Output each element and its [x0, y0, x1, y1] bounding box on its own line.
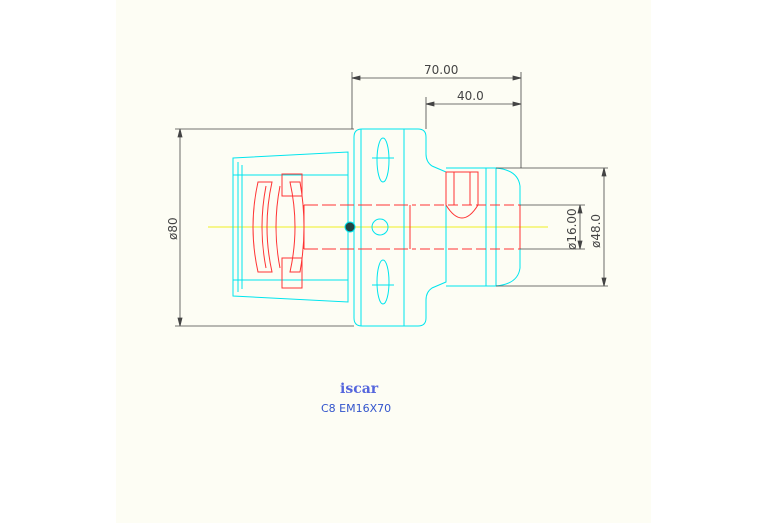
part-caption: C8 EM16X70	[321, 402, 391, 415]
drive-slot-bottom	[376, 259, 390, 305]
hidden-lines	[252, 171, 521, 289]
dim-dia-shank: ø48.0	[589, 214, 603, 248]
tool-outline	[232, 128, 521, 327]
collet-nut-outline	[232, 151, 349, 303]
drive-slot-top	[376, 137, 390, 183]
bore-circle	[371, 218, 389, 236]
dimension-lines	[175, 72, 608, 327]
collet-top-block	[281, 173, 303, 197]
dim-length-overall: 70.00	[424, 63, 458, 77]
clamping-screw	[445, 171, 479, 219]
dim-dia-flange: ø80	[166, 217, 180, 240]
collet-ring	[252, 181, 273, 273]
collet-ring	[289, 181, 305, 273]
flange-outline	[353, 128, 447, 327]
drawing-area	[116, 0, 651, 523]
collet-ring	[275, 185, 281, 269]
iscar-logo: iscar	[340, 381, 379, 397]
center-mark	[344, 221, 356, 233]
dim-dia-bore: ø16.00	[565, 208, 579, 250]
collet-ring	[261, 185, 267, 269]
collet-bottom-block	[281, 257, 303, 289]
dim-length-shank: 40.0	[457, 89, 484, 103]
